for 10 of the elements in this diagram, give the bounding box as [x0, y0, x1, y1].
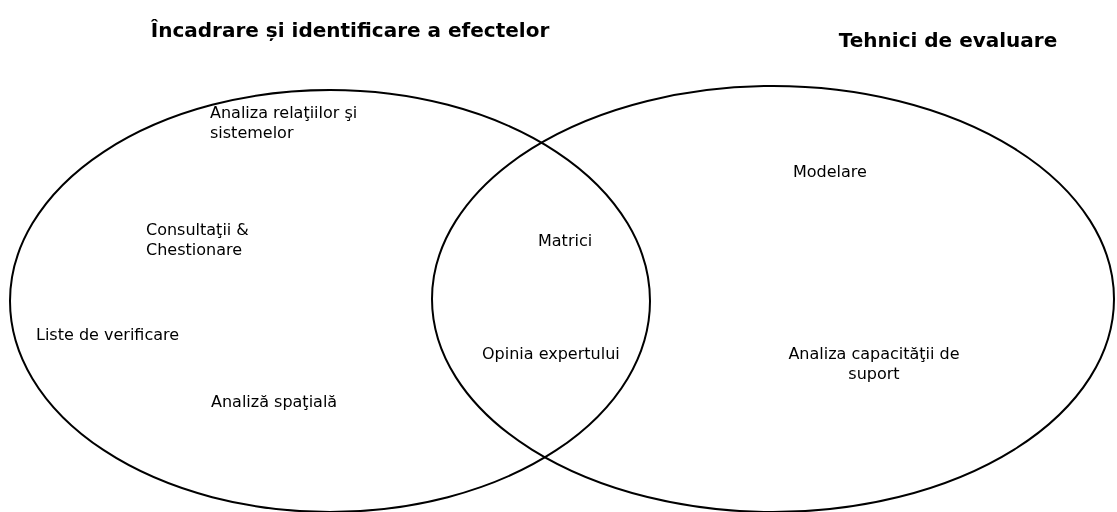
item-label: Analiza capacităţii de suport [787, 344, 961, 384]
item-label: Consultaţii & Chestionare [146, 220, 250, 260]
item-label: Modelare [793, 162, 867, 182]
item-label: Opinia expertului [482, 344, 620, 364]
set-heading: Tehnici de evaluare [838, 28, 1058, 52]
item-label: Liste de verificare [36, 325, 180, 345]
item-label: Matrici [538, 231, 593, 251]
item-label: Analiza relaţiilor şi sistemelor [210, 103, 359, 143]
set-heading: Încadrare și identificare a efectelor [150, 18, 550, 42]
item-label: Analiză spaţială [211, 392, 338, 412]
